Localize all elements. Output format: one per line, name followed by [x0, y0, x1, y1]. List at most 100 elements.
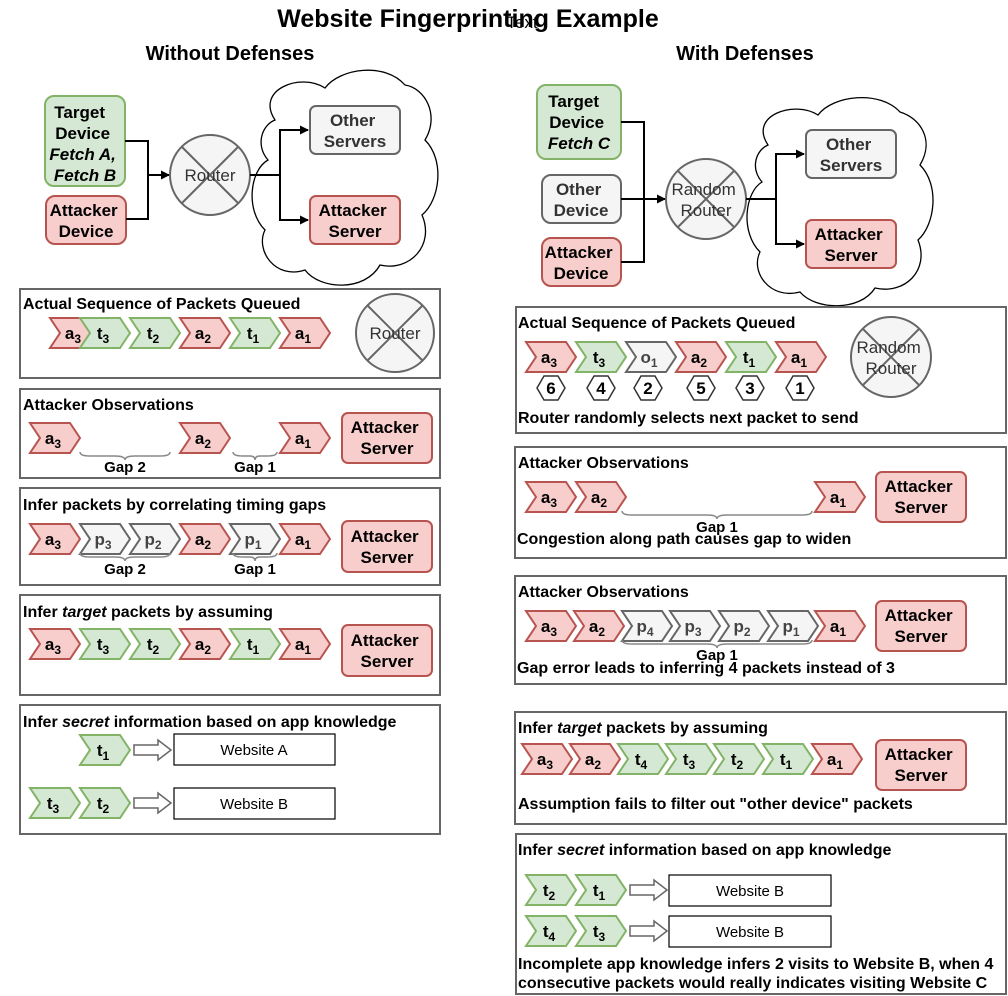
left-router-links [250, 125, 309, 176]
left-router: Router [169, 134, 251, 216]
svg-text:Target Device Fetc: Target Device Fetch C [548, 92, 611, 153]
packet-p2: p2 [717, 610, 771, 642]
left-heading: Without Defenses [146, 43, 315, 65]
left-target-label-2: Device [55, 124, 110, 143]
svg-text:Incomplete app knowledge infer: Incomplete app knowledge infers 2 visits… [518, 956, 998, 992]
title-overlay-text: Text [506, 13, 537, 32]
right-panel3-note: Gap error leads to inferring 4 packets i… [517, 660, 895, 677]
order-hexagon: 2 [633, 375, 663, 401]
svg-text:a1: a1 [295, 429, 311, 451]
svg-text:a1: a1 [791, 348, 807, 370]
left-panel2-gap2-brace [79, 451, 171, 461]
right-other-servers [805, 129, 897, 179]
svg-text:Attacker Device: Attacker Device [50, 201, 123, 241]
left-router-label: Router [184, 166, 235, 185]
right-panel4-title-pre: Infer [518, 720, 557, 737]
left-panel4-title-em: target [62, 604, 107, 621]
svg-text:a2: a2 [591, 488, 607, 510]
svg-text:t1: t1 [593, 881, 606, 903]
packet-p3: p3 [668, 610, 722, 642]
right-panel5-row1-site-box [668, 874, 832, 907]
left-panel4-attacker-server [341, 624, 433, 677]
left-panel3-attacker-server [341, 520, 433, 573]
left-network: Target Device Fetch A, Fetch B Attacker … [44, 69, 439, 286]
left-panel1-router: Router [355, 293, 435, 373]
packet-t3: t3 [574, 341, 628, 373]
svg-text:t2: t2 [543, 881, 556, 903]
svg-text:t3: t3 [97, 635, 110, 657]
svg-text:3: 3 [745, 379, 754, 398]
right-server-label-2: Server [825, 246, 878, 265]
svg-text:Random Router: Random Router [672, 180, 741, 220]
packet-t1: t1 [761, 743, 815, 775]
svg-text:a3: a3 [45, 429, 61, 451]
svg-text:t1: t1 [780, 750, 793, 772]
svg-text:a3: a3 [541, 617, 557, 639]
svg-text:5: 5 [696, 379, 705, 398]
left-panel2-title: Attacker Observations [23, 397, 194, 414]
packet-a3: a3 [524, 610, 578, 642]
left-panel1-title: Actual Sequence of Packets Queued [23, 296, 300, 313]
right-router-label-2: Router [680, 201, 731, 220]
svg-text:a1: a1 [827, 750, 843, 772]
right-attacker-label-2: Device [554, 264, 609, 283]
right-target-label-1: Target [548, 92, 599, 111]
svg-text:1: 1 [795, 379, 804, 398]
svg-text:Infer target packets by assumi: Infer target packets by assuming [518, 720, 768, 737]
right-panel1-router: Random Router [850, 316, 932, 398]
svg-text:a1: a1 [295, 530, 311, 552]
right-panel5-row2-arrow [629, 919, 669, 943]
left-panel4-server-2: Server [361, 652, 414, 671]
left-server-label-2: Server [329, 222, 382, 241]
right-panel2-gap1: Gap 1 [696, 519, 738, 536]
right-panel2-server-2: Server [895, 498, 948, 517]
packet-a1: a1 [810, 743, 864, 775]
order-hexagon: 6 [536, 375, 566, 401]
right-panel2-gap1-brace [621, 510, 813, 520]
svg-text:Attacker Device: Attacker Device [545, 243, 618, 283]
svg-text:a3: a3 [541, 348, 557, 370]
right-panel3-title: Attacker Observations [518, 584, 689, 601]
diagram-title: Website Fingerprinting Example [277, 5, 659, 33]
svg-text:t3: t3 [593, 922, 606, 944]
left-panel5-title-em: secret [62, 714, 110, 731]
packet-a2: a2 [568, 743, 622, 775]
left-panel5-row1-packets: t1 [78, 734, 132, 766]
svg-text:p3: p3 [94, 530, 111, 552]
svg-text:Other Servers: Other Servers [324, 111, 386, 151]
left-panel3-server-1: Attacker [351, 527, 419, 546]
svg-text:Target Device Fetc: Target Device Fetch A, Fetch B [49, 103, 120, 185]
left-other-servers [309, 105, 401, 155]
left-panel2-gap1: Gap 1 [234, 459, 276, 476]
svg-text:a2: a2 [585, 750, 601, 772]
packet-o1: o1 [624, 341, 678, 373]
right-panel4-note: Assumption fails to filter out "other de… [518, 796, 913, 813]
packet-t4: t4 [616, 743, 670, 775]
right-panel2-note: Congestion along path causes gap to wide… [517, 531, 851, 548]
left-panel2-gap1-brace [232, 451, 278, 461]
svg-text:Attacker Server: Attacker Server [885, 606, 958, 646]
right-panel5-row1-arrow [629, 878, 669, 902]
right-panel-infer-secret [515, 833, 1007, 995]
svg-text:a3: a3 [541, 488, 557, 510]
right-otherdev-label-1: Other [556, 180, 602, 199]
left-panel4-server-1: Attacker [351, 631, 419, 650]
packet-a2: a2 [178, 422, 232, 454]
left-panel4-title-pre: Infer [23, 604, 62, 621]
packet-t1: t1 [78, 734, 132, 766]
left-panel5-row2-site: Website B [220, 796, 288, 813]
left-panel2-server-2: Server [361, 439, 414, 458]
left-attacker-server [309, 195, 401, 245]
packet-a1: a1 [774, 341, 828, 373]
right-server-label-1: Attacker [815, 225, 883, 244]
svg-text:t3: t3 [97, 324, 110, 346]
svg-text:t1: t1 [743, 348, 756, 370]
svg-text:a1: a1 [295, 635, 311, 657]
right-router-links [746, 149, 805, 200]
order-hexagon: 1 [785, 375, 815, 401]
left-target-label-1: Target [54, 103, 105, 122]
